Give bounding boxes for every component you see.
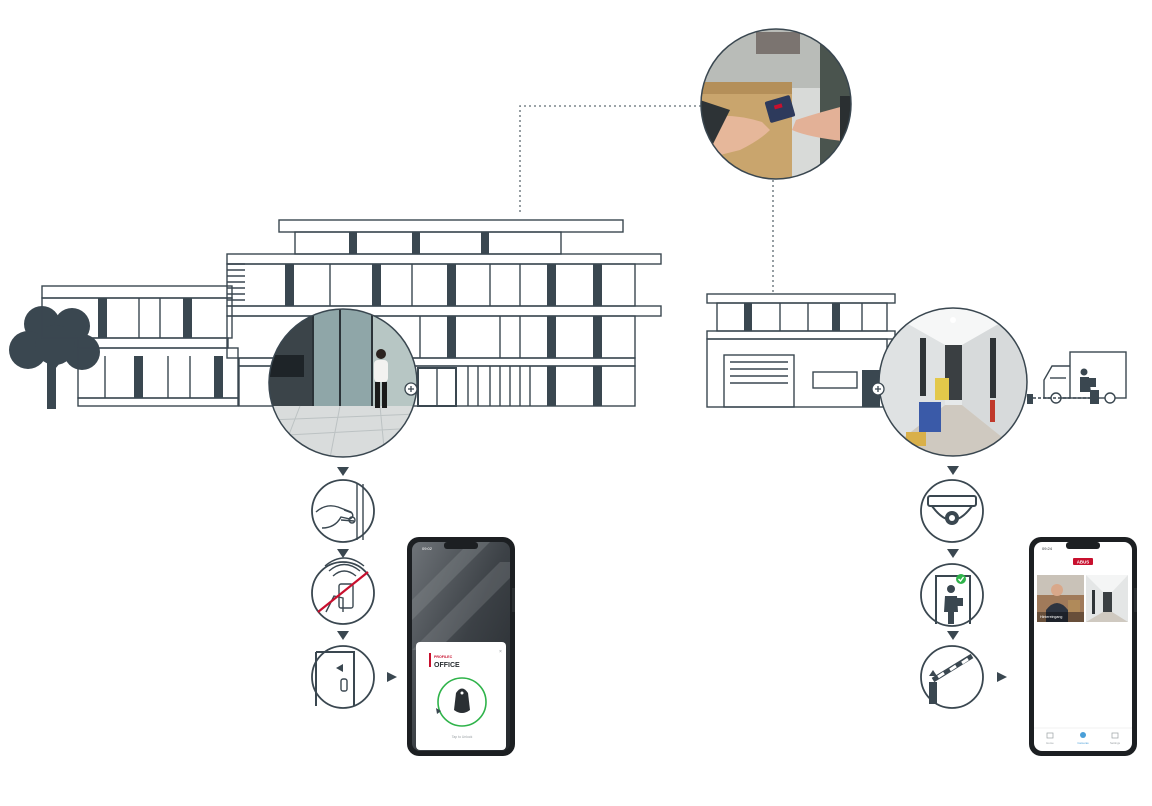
right-step-chain	[920, 466, 1007, 709]
unlock-hint: Tap to Unlock	[452, 735, 473, 739]
delivery-truck-icon	[1027, 351, 1127, 404]
key-fob-icon	[454, 688, 470, 713]
app-brand: PROFILEC	[434, 655, 453, 659]
home-icon	[1046, 732, 1054, 739]
settings-icon	[1111, 732, 1119, 739]
camera-tile-right[interactable]	[1086, 575, 1128, 622]
arrow-down-icon	[947, 549, 959, 558]
barrier-gate-icon	[920, 645, 984, 709]
camera-tile-left[interactable]: Hintereingang	[1037, 575, 1084, 622]
arrow-down-icon	[947, 466, 959, 475]
camera-icon	[1080, 732, 1086, 738]
arrow-down-icon	[337, 467, 349, 476]
status-time: 09:02	[422, 546, 433, 551]
lock-title: OFFICE	[434, 662, 460, 669]
hand-touch-reader-icon	[311, 479, 375, 543]
tree-icon	[9, 306, 100, 409]
dome-camera-icon	[920, 479, 984, 543]
door-open-icon	[311, 645, 375, 709]
left-step-chain	[311, 467, 397, 709]
unlock-button[interactable]	[437, 677, 487, 727]
arrow-down-icon	[337, 549, 349, 558]
warehouse-corridor-photo	[871, 307, 1028, 457]
no-contact-reader-icon	[311, 557, 375, 625]
nav-cameras[interactable]: Cameras	[1077, 732, 1089, 745]
app-brand: ABUS	[1077, 560, 1090, 565]
close-icon[interactable]: ×	[499, 649, 502, 655]
camera-label: Hintereingang	[1040, 615, 1062, 619]
nav-home-label: Home	[1046, 741, 1054, 745]
arrow-down-icon	[337, 631, 349, 640]
left-phone: 09:02 PROFILEC OFFICE × Tap to Unlock	[407, 537, 515, 756]
office-building	[41, 219, 662, 407]
dotted-connector	[519, 105, 774, 292]
nav-home[interactable]: Home	[1046, 732, 1054, 745]
arrow-down-icon	[947, 631, 959, 640]
card-handover-photo	[700, 28, 852, 180]
arrow-right-icon	[997, 672, 1007, 682]
status-time: 09:24	[1042, 546, 1053, 551]
person-verified-icon	[920, 563, 984, 627]
right-phone: 09:24 ABUS Hintereingang Home Cameras	[1029, 537, 1137, 756]
nav-settings[interactable]: Settings	[1110, 732, 1121, 745]
nav-cameras-label: Cameras	[1077, 741, 1089, 745]
nav-settings-label: Settings	[1110, 741, 1121, 745]
arrow-right-icon	[387, 672, 397, 682]
office-entrance-photo	[268, 308, 418, 458]
